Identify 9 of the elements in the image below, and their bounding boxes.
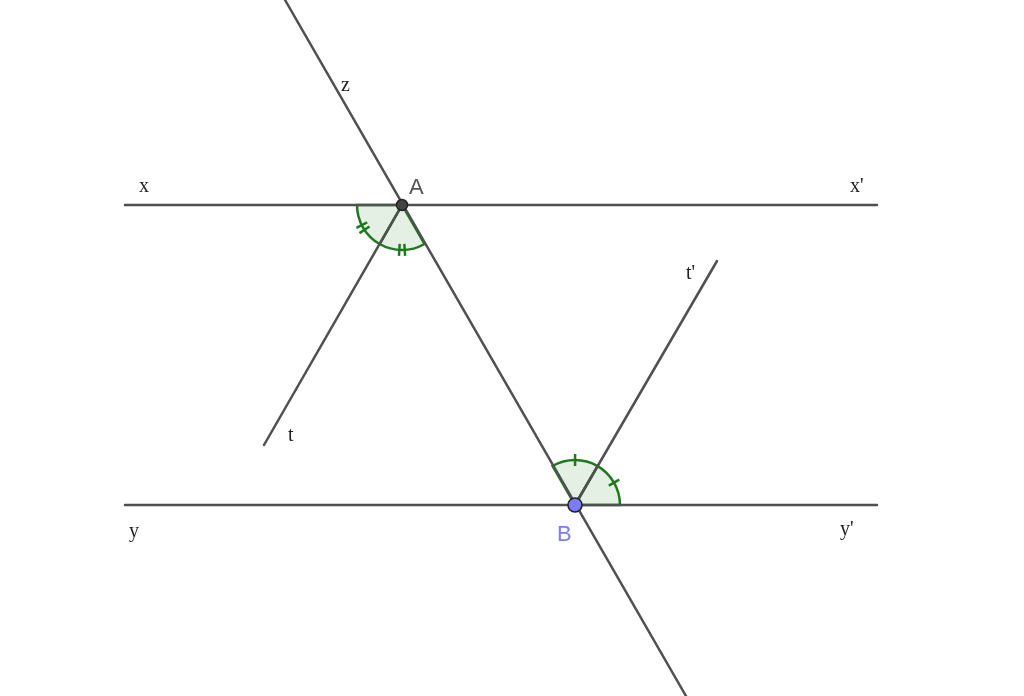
line-label: x': [850, 174, 864, 197]
line-label: y: [129, 519, 139, 542]
line-label: y': [840, 517, 854, 540]
line-label: x: [139, 174, 149, 197]
line-label: t: [288, 423, 294, 446]
line-label: t': [686, 261, 696, 284]
point-label: B: [557, 521, 572, 547]
point-label: A: [409, 174, 424, 200]
line-label: z: [341, 73, 350, 96]
